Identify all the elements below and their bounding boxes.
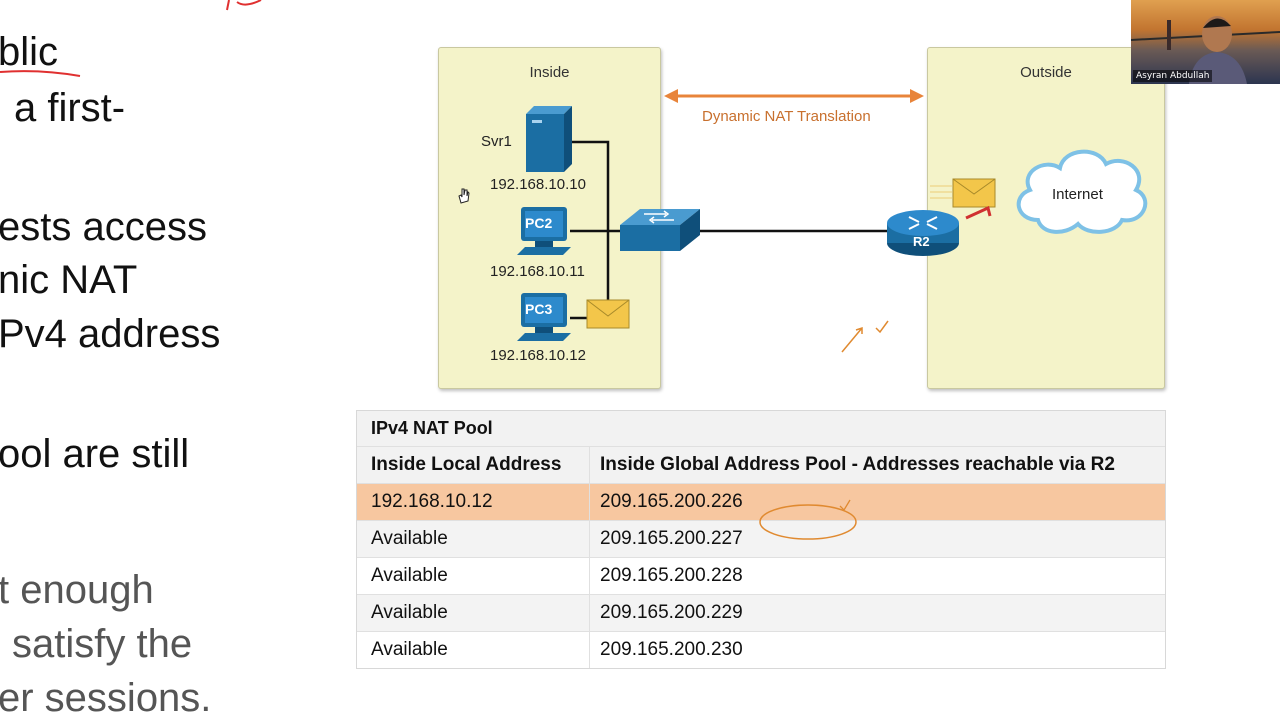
table-header-row: Inside Local Address Inside Global Addre… xyxy=(357,446,1165,483)
nat-translation-label: Dynamic NAT Translation xyxy=(702,108,871,125)
svr1-ip: 192.168.10.10 xyxy=(490,176,586,193)
column-header-inside-local: Inside Local Address xyxy=(357,447,590,483)
slide-text-line-9: er sessions. xyxy=(0,676,212,720)
slide-text-line-4: nic NAT xyxy=(0,258,138,302)
column-header-inside-global: Inside Global Address Pool - Addresses r… xyxy=(600,454,1115,475)
server-icon xyxy=(526,106,572,172)
table-row: Available 209.165.200.230 xyxy=(357,631,1165,668)
pc2-icon xyxy=(517,207,571,255)
table-row: Available 209.165.200.229 xyxy=(357,594,1165,631)
slide-text-line-1: blic xyxy=(0,30,59,74)
table-title: IPv4 NAT Pool xyxy=(371,418,493,438)
slide-text-line-5: Pv4 address xyxy=(0,312,221,356)
inside-global-cell: 209.165.200.226 xyxy=(600,491,743,512)
inside-local-cell: Available xyxy=(357,632,590,668)
inside-global-cell: 209.165.200.228 xyxy=(600,565,743,586)
inside-local-cell: 192.168.10.12 xyxy=(357,484,590,520)
router-name: R2 xyxy=(913,234,930,249)
orange-arrow-annotation xyxy=(841,320,889,353)
table-row: Available 209.165.200.228 xyxy=(357,557,1165,594)
inside-global-cell: 209.165.200.230 xyxy=(600,639,743,660)
nat-pool-table: IPv4 NAT Pool Inside Local Address Insid… xyxy=(356,410,1166,669)
orange-circle-annotation xyxy=(759,499,857,540)
hand-cursor-icon xyxy=(458,188,470,204)
network-links xyxy=(570,140,890,320)
inside-local-cell: Available xyxy=(357,558,590,594)
red-underline-annotation xyxy=(0,70,81,77)
envelope-icon xyxy=(586,299,630,329)
nat-translation-arrow xyxy=(664,89,924,103)
inside-local-cell: Available xyxy=(357,521,590,557)
internet-label: Internet xyxy=(1052,186,1103,203)
inside-global-cell: 209.165.200.229 xyxy=(600,602,743,623)
router-icon xyxy=(887,210,959,256)
webcam-thumbnail[interactable]: Asyran Abdullah xyxy=(1131,0,1280,84)
inside-local-cell: Available xyxy=(357,595,590,631)
red-annotation-scribble xyxy=(226,0,262,11)
slide-text-line-8: satisfy the xyxy=(12,622,193,666)
slide-text-line-2: a first- xyxy=(14,86,126,130)
inside-global-cell: 209.165.200.227 xyxy=(600,528,743,549)
pc2-ip: 192.168.10.11 xyxy=(490,263,585,280)
outside-panel-title: Outside xyxy=(1020,64,1072,81)
participant-name: Asyran Abdullah xyxy=(1133,70,1213,82)
pc3-ip: 192.168.10.12 xyxy=(490,347,586,364)
slide-text-line-3: ests access xyxy=(0,205,207,249)
svr1-label: Svr1 xyxy=(481,133,512,150)
pc3-icon xyxy=(517,293,571,341)
inside-panel-title: Inside xyxy=(529,64,570,81)
internet-cloud-icon xyxy=(1016,149,1148,234)
table-title-row: IPv4 NAT Pool xyxy=(357,411,1165,446)
table-row: 192.168.10.12 209.165.200.226 xyxy=(357,483,1165,520)
pc2-name: PC2 xyxy=(525,215,553,231)
switch-icon xyxy=(620,209,700,251)
slide-text-line-6: ool are still xyxy=(0,432,190,476)
slide-text-line-7: t enough xyxy=(0,568,154,612)
pc3-name: PC3 xyxy=(525,301,553,317)
envelope-outbound-icon xyxy=(930,178,996,220)
